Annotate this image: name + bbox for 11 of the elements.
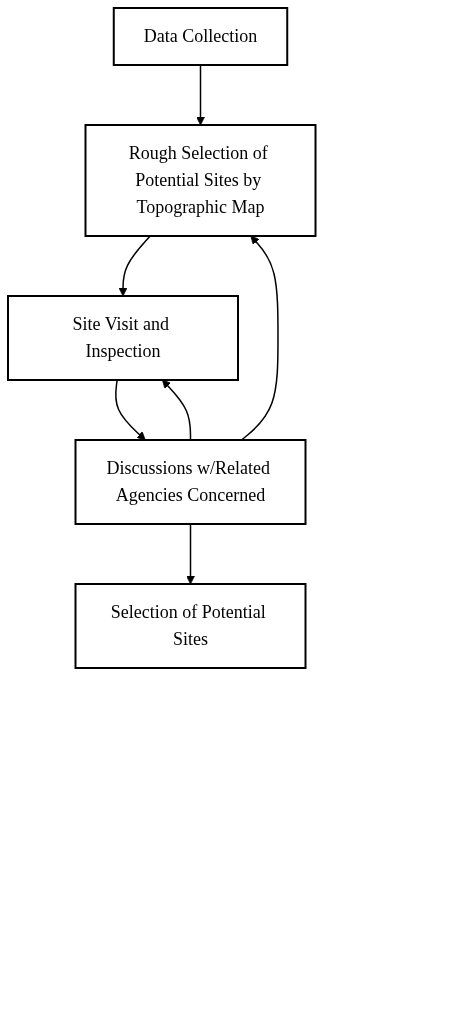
arrow — [114, 379, 146, 441]
node-box: Rough Selection of Potential Sites by Topographic Map — [84, 124, 317, 237]
node-box: Site Visit and Inspection — [7, 295, 239, 381]
node-box: Selection of Potential Sites — [74, 583, 307, 669]
arrow — [196, 64, 205, 126]
arrow — [118, 235, 151, 297]
arrow — [162, 379, 192, 441]
node-box: Discussions w/Related Agencies Concerned — [74, 439, 307, 525]
arrow — [240, 235, 279, 441]
arrow — [186, 523, 195, 585]
node-box: Data Collection — [112, 7, 289, 66]
